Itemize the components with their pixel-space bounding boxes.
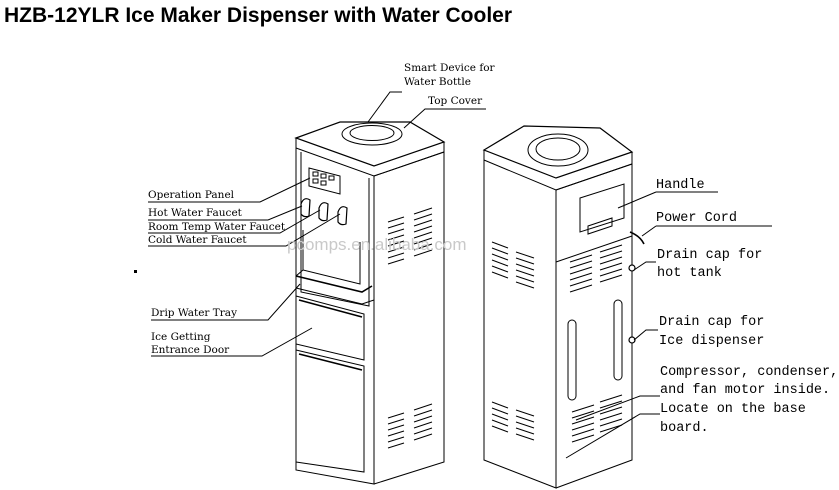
label-top-cover: Top Cover bbox=[428, 95, 483, 107]
label-hot-water-faucet: Hot Water Faucet bbox=[148, 207, 243, 219]
label-room-temp-faucet: Room Temp Water Faucet bbox=[148, 221, 286, 233]
label-ice-door-line2: Entrance Door bbox=[151, 344, 230, 356]
label-compressor-line2: and fan motor inside. bbox=[660, 383, 830, 398]
label-cold-water-faucet: Cold Water Faucet bbox=[148, 234, 247, 246]
label-drain-hot-line1: Drain cap for bbox=[657, 248, 762, 263]
label-drip-water-tray: Drip Water Tray bbox=[151, 307, 237, 319]
watermark: pcomps.en.alibaba.com bbox=[287, 235, 467, 254]
front-view-unit bbox=[294, 121, 446, 485]
label-operation-panel: Operation Panel bbox=[148, 189, 235, 201]
label-handle: Handle bbox=[656, 178, 705, 193]
label-drain-ice-line1: Drain cap for bbox=[659, 315, 764, 330]
label-compressor-line1: Compressor, condenser, bbox=[660, 365, 838, 380]
label-compressor-line3: Locate on the base bbox=[660, 402, 806, 417]
label-smart-device-line1: Smart Device for bbox=[404, 62, 496, 74]
label-ice-door-line1: Ice Getting bbox=[151, 331, 211, 343]
leader-lines bbox=[148, 91, 772, 459]
rear-view-unit bbox=[482, 125, 645, 489]
marker-dot bbox=[134, 270, 137, 273]
page-title: HZB-12YLR Ice Maker Dispenser with Water… bbox=[4, 4, 513, 27]
label-smart-device-line2: Water Bottle bbox=[404, 76, 471, 88]
label-compressor-line4: board. bbox=[660, 421, 709, 436]
label-drain-ice-line2: Ice dispenser bbox=[659, 334, 764, 349]
label-power-cord: Power Cord bbox=[656, 211, 737, 226]
label-drain-hot-line2: hot tank bbox=[657, 266, 722, 281]
